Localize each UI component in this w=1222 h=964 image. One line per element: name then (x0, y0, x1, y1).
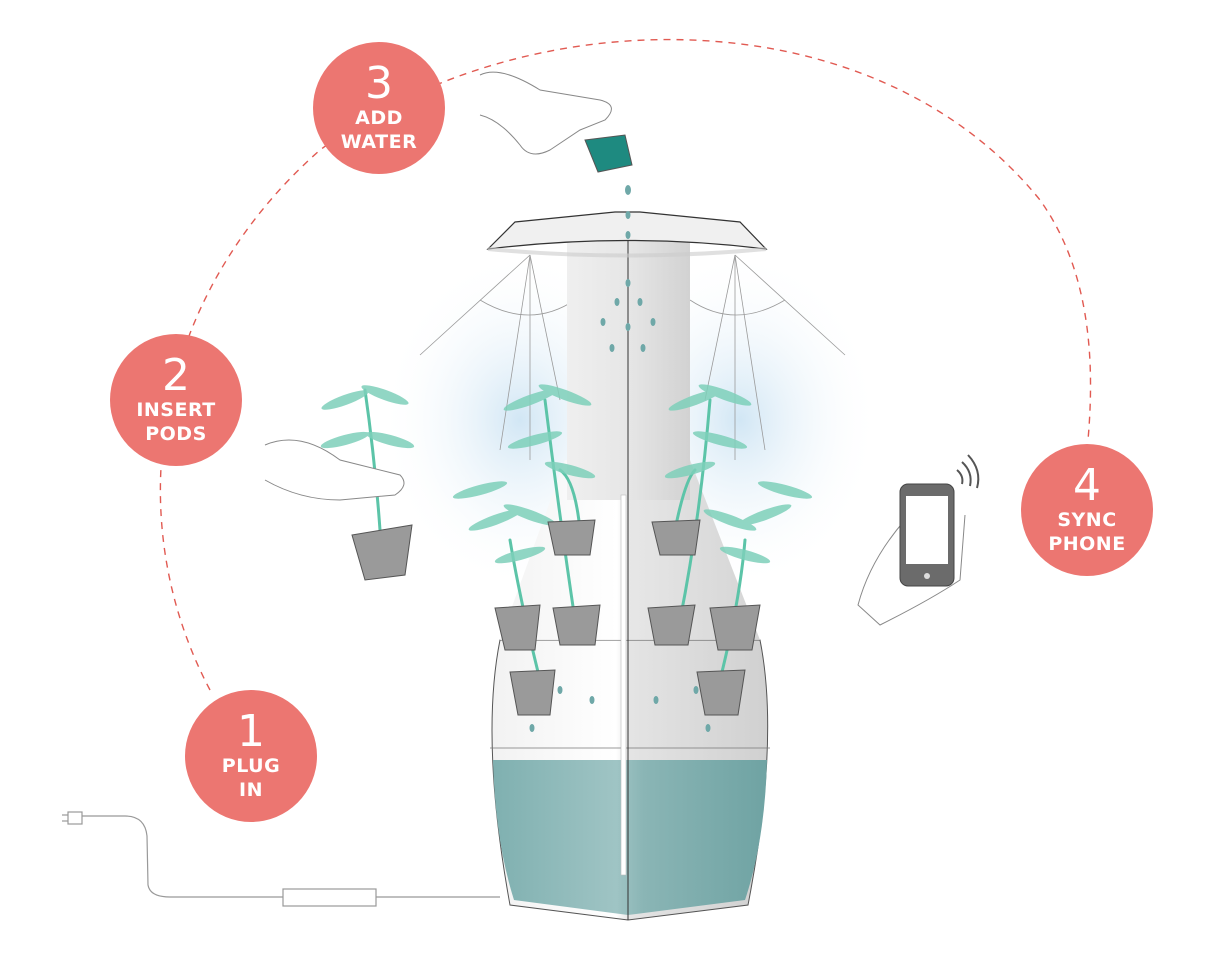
step-label-line1: ADD (355, 107, 403, 129)
step-label-line2: WATER (340, 131, 418, 153)
hand-pouring-water-icon (479, 71, 612, 155)
step-label-line2: PHONE (1048, 533, 1126, 555)
step-number: 3 (365, 58, 393, 109)
tower-light-hood (486, 211, 768, 250)
step-number: 1 (237, 706, 265, 757)
power-cord-icon (62, 811, 500, 907)
step-number: 2 (162, 350, 190, 401)
tower-upper-cone (500, 460, 760, 640)
step-label-line1: SYNC (1057, 509, 1117, 531)
step-number: 4 (1073, 460, 1101, 511)
step-3-add-water: 3 ADD WATER (313, 42, 445, 174)
step-1-plug-in: 1 PLUG IN (185, 690, 317, 822)
leaves (320, 384, 813, 564)
grow-pods (351, 519, 761, 716)
water-reservoir (493, 760, 767, 915)
step-2-insert-pods: 2 INSERT PODS (110, 334, 242, 466)
step-label-line2: PODS (145, 423, 207, 445)
dashed-step-arc (159, 38, 1092, 691)
step-label-line2: IN (239, 779, 263, 801)
step-label-line1: INSERT (136, 399, 216, 421)
light-beams (419, 254, 846, 460)
step-label-line1: PLUG (221, 755, 281, 777)
water-drops (529, 185, 711, 732)
step-4-sync-phone: 4 SYNC PHONE (1021, 444, 1153, 576)
wireless-signal-icon (956, 454, 980, 489)
hand-holding-pod-icon (264, 439, 405, 501)
water-cup-icon (584, 134, 633, 173)
